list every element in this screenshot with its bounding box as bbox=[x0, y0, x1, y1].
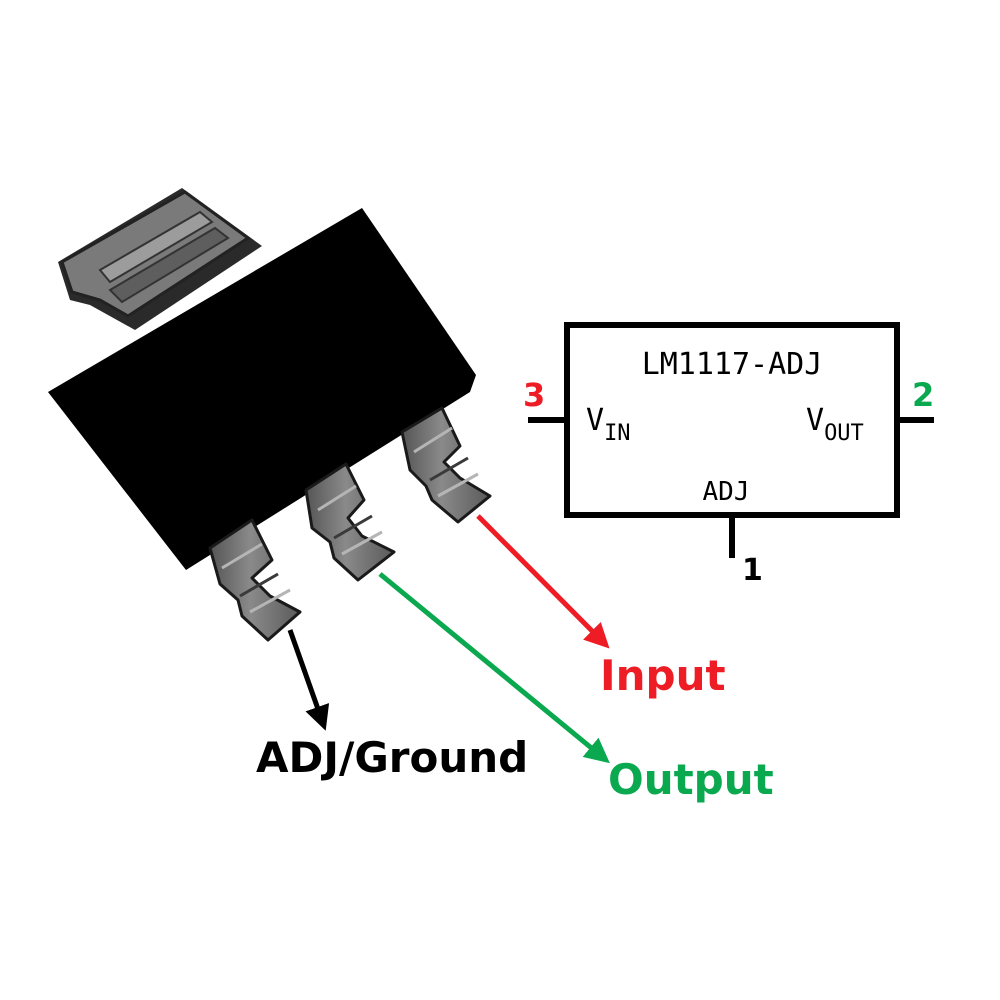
adj-arrow bbox=[287, 629, 330, 731]
pin-out-number: 2 bbox=[912, 376, 934, 414]
pin-out-label: VOUT bbox=[806, 403, 864, 446]
lead-output bbox=[304, 462, 396, 582]
adj-ground-label: ADJ/Ground bbox=[256, 733, 528, 782]
output-arrow bbox=[378, 572, 610, 764]
sot223-package bbox=[48, 188, 492, 642]
input-label: Input bbox=[600, 651, 726, 700]
pin-adj-number: 1 bbox=[742, 553, 763, 588]
pin-in-label: VIN bbox=[586, 403, 631, 446]
lead-adj bbox=[208, 518, 302, 642]
output-label: Output bbox=[608, 755, 774, 804]
package-body bbox=[48, 208, 476, 570]
pin-in-number: 3 bbox=[523, 376, 545, 414]
schematic-symbol: LM1117-ADJ 3 VIN 2 VOUT ADJ 1 bbox=[523, 322, 934, 588]
pin-adj-label: ADJ bbox=[703, 477, 750, 507]
part-name: LM1117-ADJ bbox=[642, 347, 823, 382]
input-arrow bbox=[476, 514, 610, 649]
lead-input bbox=[400, 406, 492, 524]
heat-tab bbox=[58, 188, 262, 330]
